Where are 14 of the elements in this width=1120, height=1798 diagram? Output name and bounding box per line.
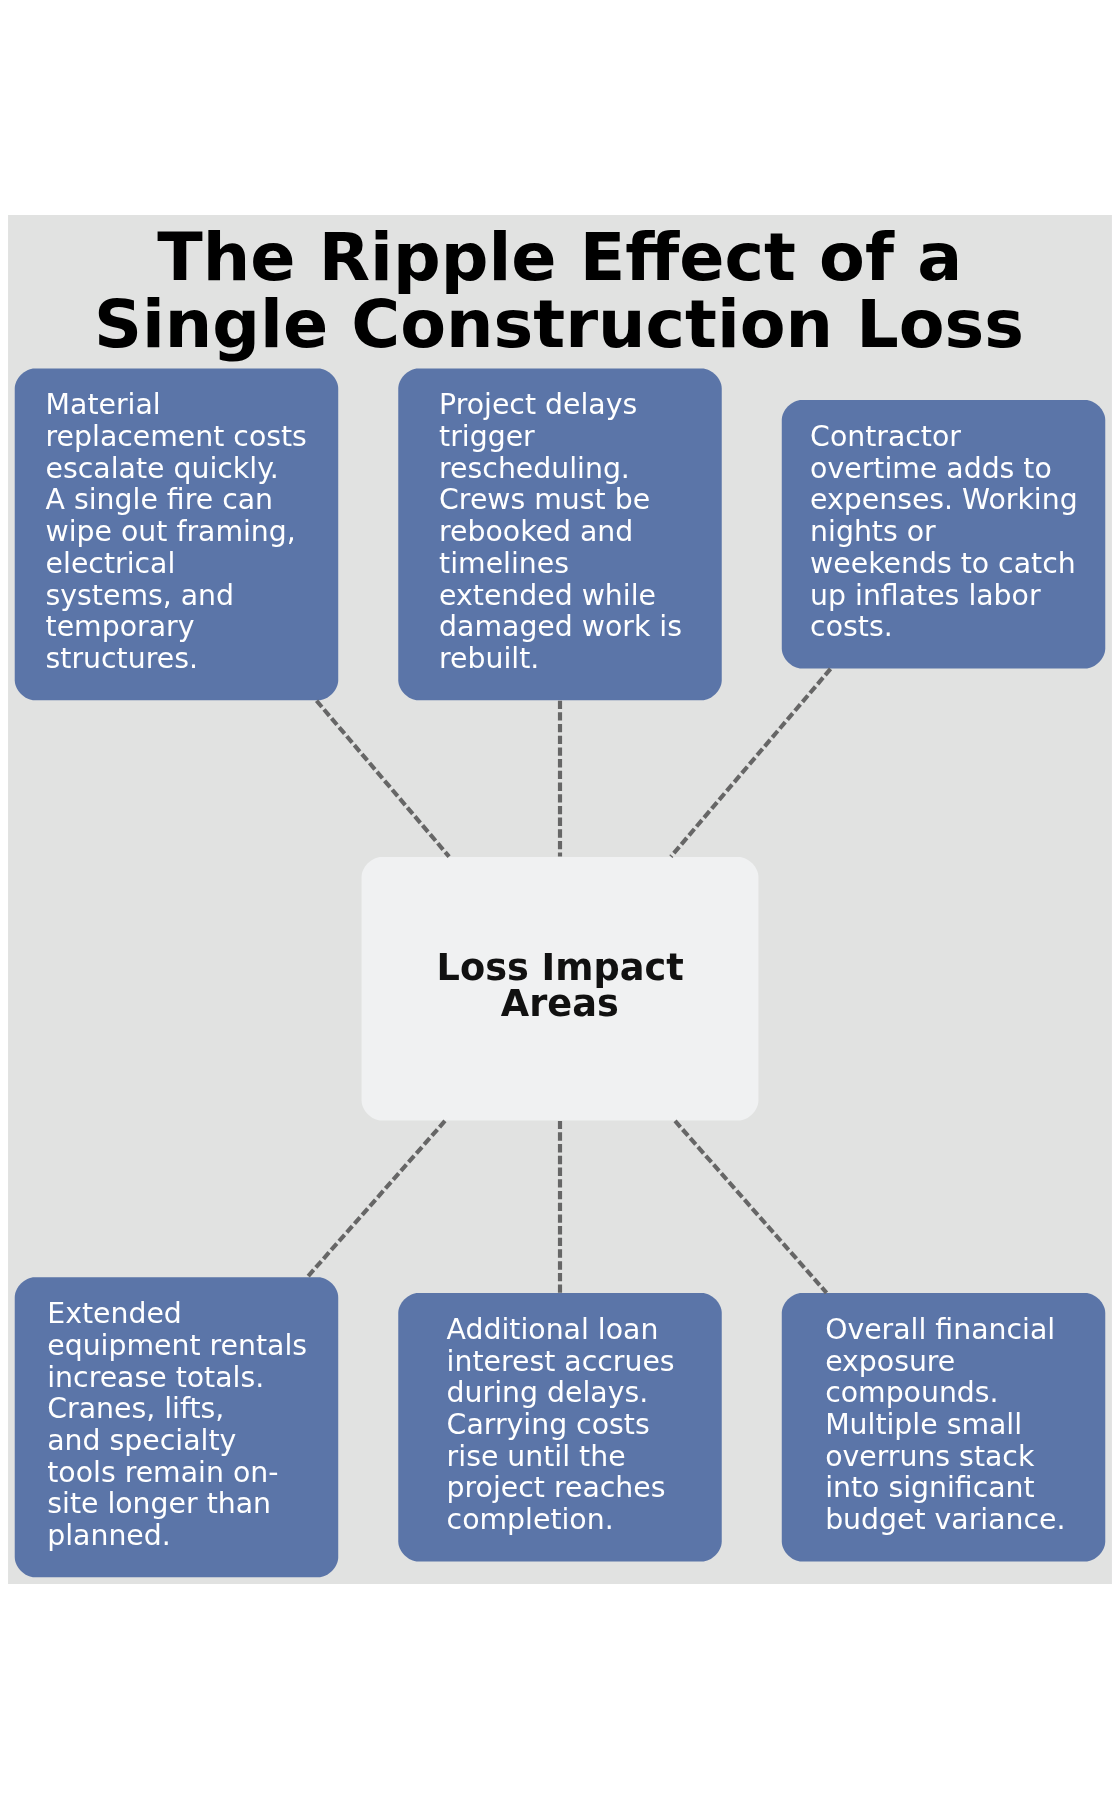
node-box: Project delays trigger rescheduling. Crews must be rebooked and timelines extended while damaged work is rebuilt. xyxy=(398,367,722,700)
connector xyxy=(557,1120,563,1293)
connector xyxy=(669,667,833,858)
connector xyxy=(557,700,563,857)
node-box: Contractor overtime adds to expenses. Working nights or weekends to catch up inflates labor costs. xyxy=(781,399,1106,669)
node-box: Extended equipment rentals increase totals. Cranes, lifts, and specialty tools remain on-site longer than planned. xyxy=(14,1276,339,1577)
node-box: Additional loan interest accrues during delays. Carrying costs rise until the project reaches completion. xyxy=(398,1292,722,1561)
connector xyxy=(314,698,451,858)
diagram-title: The Ripple Effect of a Single Construction Loss xyxy=(93,217,1024,363)
node-box: Material replacement costs escalate quickly. A single fire can wipe out framing, electrical systems, and temporary structures. xyxy=(14,367,339,700)
node-box: Loss Impact Areas xyxy=(361,856,759,1120)
node-box: Overall financial exposure compounds. Multiple small overruns stack into significant budget variance. xyxy=(781,1292,1106,1561)
connector xyxy=(306,1119,447,1278)
connector xyxy=(673,1119,829,1294)
